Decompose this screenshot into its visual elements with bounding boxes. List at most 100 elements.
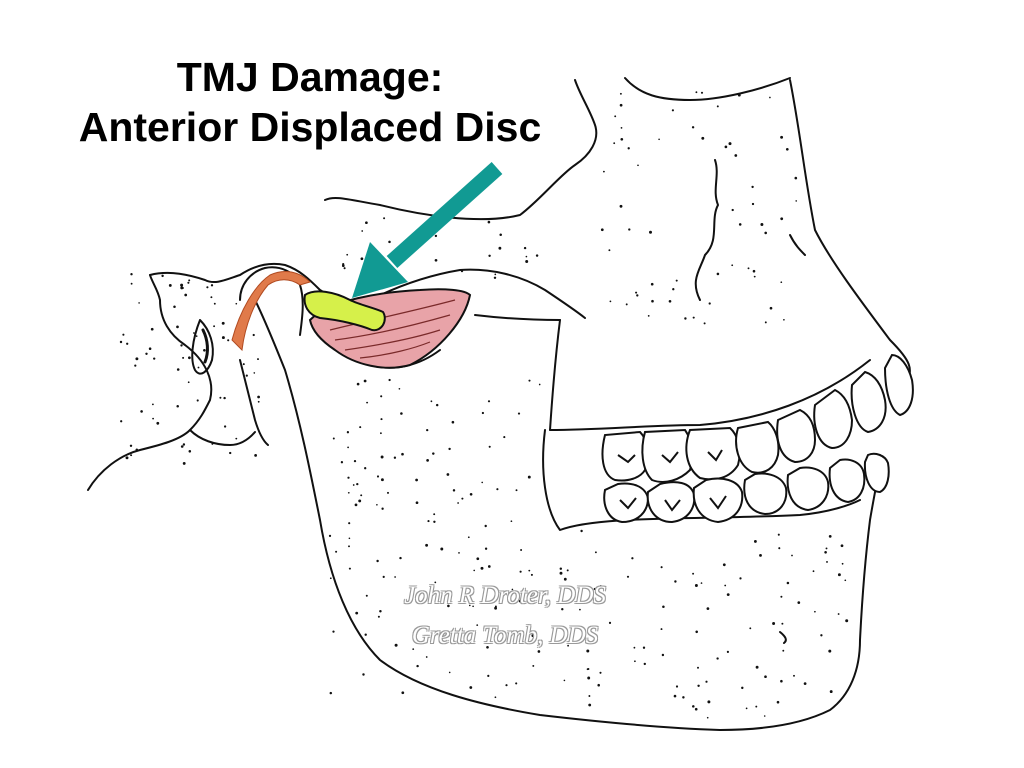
stipple-dot [734,154,738,157]
slide-title: TMJ Damage: Anterior Displaced Disc [30,52,590,152]
stipple-dot [125,456,129,460]
stipple-dot [599,585,602,588]
stipple-dot [447,604,450,608]
stipple-dot [797,601,801,604]
stipple-dot [332,437,335,440]
stipple-dot [415,478,418,482]
stipple-dot [716,657,719,660]
stipple-dot [360,257,364,261]
stipple-dot [706,716,709,719]
stipple-dot [498,246,502,250]
stipple-dot [493,276,497,280]
stipple-dot [692,705,695,708]
stipple-dot [380,455,384,459]
stipple-dot [379,609,382,613]
stipple-dot [753,539,757,543]
zygomatic-outline [324,79,598,221]
stipple-dot [472,605,474,608]
stipple-dot [176,368,180,371]
stipple-dot [193,332,195,334]
cheek-crack [789,234,806,256]
stipple-dot [724,584,727,587]
stipple-dot [180,445,184,448]
stipple-dot [695,91,698,94]
stipple-dot [180,344,183,347]
stipple-dot [814,610,816,613]
stipple-dot [494,696,497,699]
stipple-dot [537,650,541,653]
muscle-fibers [329,299,456,359]
stipple-dot [634,660,636,663]
stipple-dot [394,643,398,647]
stipple-dot [484,524,487,528]
stipple-dot [660,566,663,569]
stipple-dot [364,633,367,636]
stipple-dot [356,382,360,386]
stipple-dot [728,142,732,146]
stipple-dot [332,630,335,633]
stipple-dot [386,491,390,494]
stipple-dot [148,347,152,350]
stipple-dot [783,318,785,321]
stipple-dot [567,644,569,647]
stipple-dot [703,322,706,325]
stipple-dot [535,254,539,257]
stipple-dot [620,127,623,129]
stipple-dot [494,273,497,276]
stipple-dot [180,286,184,290]
stipple-dot [825,547,828,550]
stipple-dot [776,700,780,704]
stipple-dot [488,254,491,257]
stipple-dot [412,648,415,650]
stipple-dot [484,547,488,550]
stipple-dot [824,551,827,554]
upper-teeth [601,353,914,483]
stipple-dot [467,536,470,539]
stipple-dot [559,571,563,575]
stipple-dot [253,372,256,374]
stipple-dot [753,275,756,278]
stipple-dot [460,270,464,273]
stipple-dot [365,221,368,225]
stipple-dot [487,565,491,568]
stipple-dot [432,452,435,455]
stipple-dot [580,529,583,533]
stipple-dot [376,503,378,506]
stipple-dot [211,442,214,445]
stipple-dot [628,228,631,231]
stipple-dot [476,557,480,561]
stipple-dot [130,454,133,457]
stipple-dot [673,694,677,698]
upper-tooth [813,388,854,450]
stipple-dot [566,569,569,572]
stipple-dot [426,459,429,462]
stipple-dot [531,634,535,638]
stipple-dot [151,403,154,406]
stipple-dot [129,444,133,448]
stipple-dot [538,383,541,386]
stipple-dot [257,395,260,399]
stipple-dot [515,489,518,492]
stipple-dot [600,228,604,232]
stipple-dot [661,653,665,657]
stipple-dot [188,279,191,282]
stipple-dot [613,142,616,145]
stipple-dot [150,327,154,331]
stipple-dot [492,600,495,603]
stipple-dot [152,417,154,420]
stipple-dot [752,269,756,273]
title-line-1: TMJ Damage: [176,54,444,100]
stipple-dot [494,606,498,610]
stipple-dot [647,314,650,317]
stipple-dot [635,291,638,294]
stipple-dot [252,333,255,337]
upper-tooth [850,370,887,434]
stipple-dot [745,707,748,710]
stipple-dot [726,650,730,654]
stipple-dot [649,230,652,234]
stipple-dot [358,499,362,503]
stipple-dot [828,649,832,653]
stipple-dot [352,484,355,486]
ligament [231,271,311,352]
stipple-dot [707,700,711,704]
